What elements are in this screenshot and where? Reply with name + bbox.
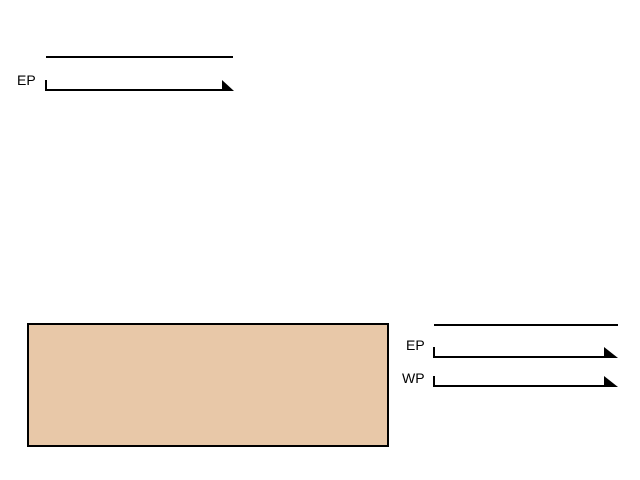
- wp-label-right: WP: [402, 370, 425, 386]
- right-ep-bracket-arrow: [433, 347, 612, 358]
- right-wp-arrowhead: [604, 376, 618, 387]
- right-wp-bracket-arrow: [433, 376, 612, 387]
- ep-label-right: EP: [406, 337, 425, 353]
- top-ep-bracket-arrow: [45, 80, 230, 91]
- beige-block: [27, 323, 389, 447]
- right-ep-arrowhead: [604, 347, 618, 358]
- ep-label-top: EP: [17, 72, 36, 88]
- top-ep-arrowhead: [222, 80, 234, 91]
